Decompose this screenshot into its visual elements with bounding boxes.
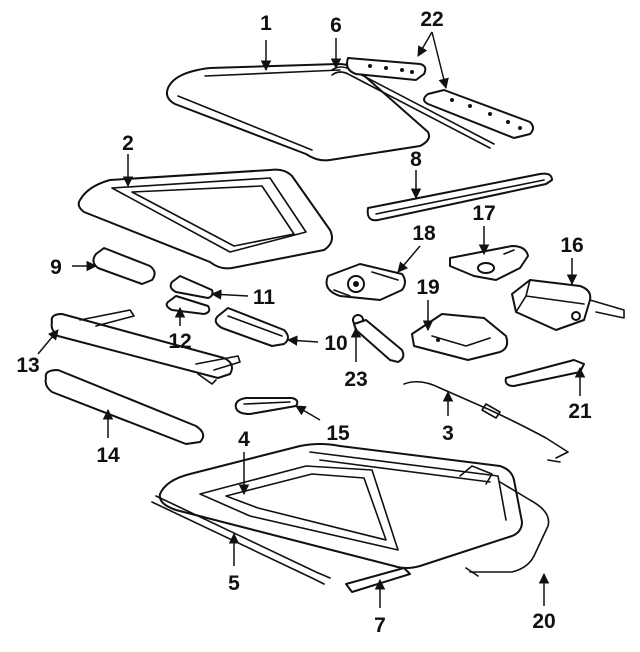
- callout-11: 11: [253, 286, 276, 309]
- part-1-glass-panel: [165, 63, 430, 162]
- callout-7: 7: [374, 614, 386, 637]
- callout-15: 15: [326, 422, 350, 445]
- part-8-rail: [366, 172, 553, 222]
- part-11-pad: [169, 275, 214, 299]
- part-13-wind-deflector: [50, 309, 241, 385]
- part-4-housing: [158, 443, 523, 569]
- part-9-trim-piece: [92, 247, 156, 285]
- leader-18: [397, 245, 421, 273]
- part-19-mount-plate: [411, 313, 509, 361]
- part-20-drain-hose: [465, 481, 550, 577]
- part-22-brackets: [346, 57, 534, 139]
- leader-22b: [431, 31, 449, 90]
- callout-14: 14: [96, 444, 120, 467]
- leader-13: [37, 329, 59, 355]
- callout-3: 3: [442, 422, 454, 445]
- part-17-bracket: [449, 245, 529, 281]
- part-21-strap: [504, 359, 585, 387]
- callout-21: 21: [568, 400, 592, 423]
- callout-2: 2: [122, 132, 134, 155]
- part-16-control-module: [511, 279, 625, 331]
- callout-12: 12: [168, 330, 191, 353]
- part-2-frame: [77, 168, 333, 270]
- leader-22a: [417, 31, 433, 57]
- leader-15: [295, 405, 321, 421]
- part-14-shade-panel: [44, 369, 205, 445]
- callout-1: 1: [260, 12, 272, 35]
- leader-10: [286, 335, 319, 346]
- part-15-hinge: [234, 397, 299, 415]
- part-3-drive-cable: [403, 380, 569, 463]
- part-18-motor: [325, 263, 406, 301]
- callout-9: 9: [50, 256, 62, 279]
- part-10-guide: [214, 307, 289, 347]
- callout-8: 8: [410, 148, 422, 171]
- leader-lines: [37, 31, 586, 608]
- part-12-pad: [165, 295, 211, 315]
- callout-5: 5: [228, 572, 240, 595]
- callout-17: 17: [472, 202, 495, 225]
- callout-6: 6: [330, 14, 342, 37]
- callout-19: 19: [416, 276, 439, 299]
- callout-23: 23: [344, 368, 367, 391]
- callout-18: 18: [412, 222, 436, 245]
- callout-20: 20: [532, 610, 555, 633]
- callout-10: 10: [324, 332, 347, 355]
- callout-16: 16: [560, 234, 583, 257]
- part-7-seal: [345, 567, 411, 593]
- part-23-link-arm: [352, 314, 405, 363]
- callout-22: 22: [420, 8, 443, 31]
- leader-11: [210, 289, 249, 300]
- callout-13: 13: [16, 354, 39, 377]
- part-5-drain-tube: [151, 495, 331, 585]
- callout-labels: 1 2 3 4 5 6 7 8 9 10 11 12 13 14 15 16 1…: [16, 8, 592, 637]
- callout-4: 4: [238, 428, 250, 451]
